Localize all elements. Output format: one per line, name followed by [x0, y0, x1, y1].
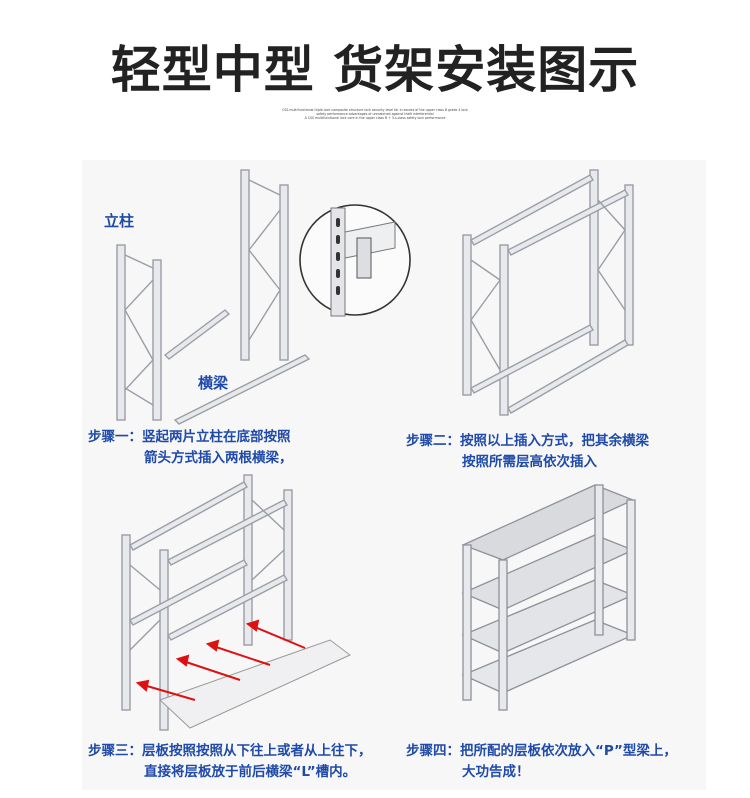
step-line: 步骤四：把所配的层板依次放入“P”型梁上， — [406, 743, 677, 759]
step-1-text: 步骤一：竖起两片立柱在底部按照 箭头方式插入两根横梁， — [88, 427, 293, 469]
step2-illustration — [462, 169, 634, 416]
beam-label: 横梁 — [198, 374, 229, 392]
step-line: 步骤三：层板按照按照从下往上或者从上往下， — [88, 743, 372, 759]
step-4-text: 步骤四：把所配的层板依次放入“P”型梁上， 大功告成！ — [406, 741, 677, 783]
step-line: 按照所需层高依次插入 — [462, 454, 597, 470]
step-line: 大功告成！ — [462, 764, 530, 780]
step1-illustration — [116, 169, 411, 425]
step3-illustration — [121, 474, 351, 731]
step-line: 步骤一：竖起两片立柱在底部按照 — [88, 429, 291, 445]
step-line: 步骤二：按照以上插入方式，把其余横梁 — [406, 433, 649, 449]
step4-illustration — [461, 484, 636, 711]
step-line: 箭头方式插入两根横梁， — [144, 450, 293, 466]
fine-print-line: CSS multifunctional triple-lock composit… — [282, 108, 468, 112]
step-line: 直接将层板放于前后横梁“L”槽内。 — [144, 764, 357, 780]
fine-print-line: A CSS multifunctional lock core in the u… — [304, 116, 446, 120]
fine-print: CSS multifunctional triple-lock composit… — [230, 108, 520, 120]
step-2-text: 步骤二：按照以上插入方式，把其余横梁 按照所需层高依次插入 — [406, 431, 649, 473]
fine-print-line: safety performance advantages of unmatch… — [316, 112, 434, 116]
step-3-text: 步骤三：层板按照按照从下往上或者从上往下， 直接将层板放于前后横梁“L”槽内。 — [88, 741, 372, 783]
upright-label: 立柱 — [104, 212, 135, 230]
page-title: 轻型中型 货架安装图示 — [110, 41, 640, 99]
